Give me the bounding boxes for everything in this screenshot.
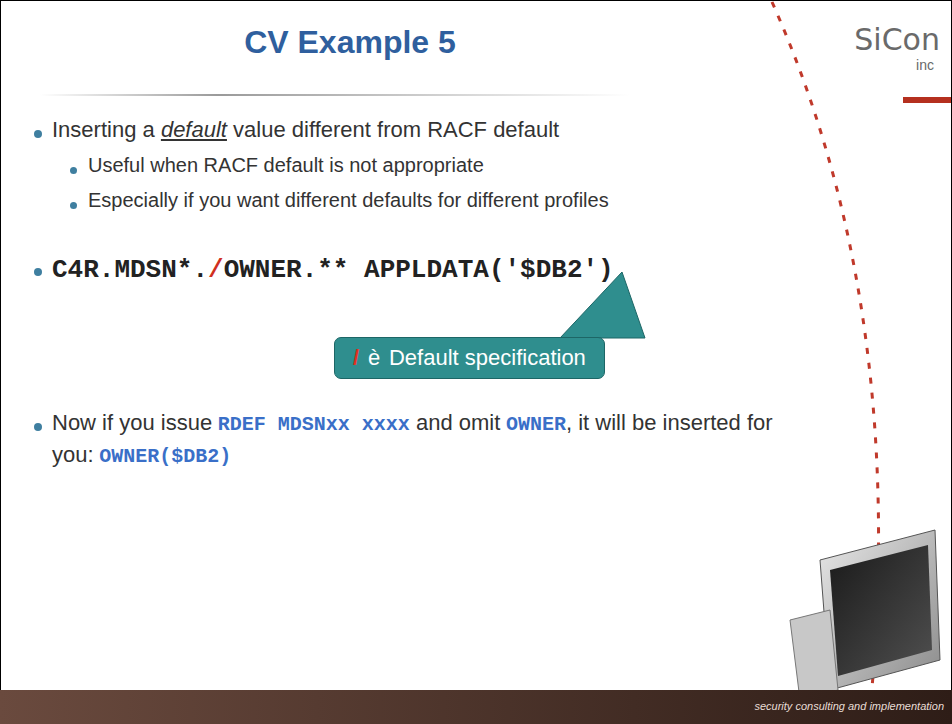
body-text: Now if you issue	[52, 410, 212, 435]
code-text: /	[208, 255, 224, 285]
slide-title: CV Example 5	[0, 24, 700, 61]
logo-subtext: inc	[916, 57, 934, 73]
bullet-line: C4R.MDSN*./OWNER.** APPLDATA('$DB2')	[52, 250, 932, 290]
bullet-dot	[34, 130, 42, 138]
bullet-dot	[70, 167, 77, 174]
logo-text: SiCon	[854, 22, 940, 57]
red-bar	[903, 97, 951, 103]
code-text: C4R.MDSN*.	[52, 255, 208, 285]
body-text: value different from RACF default	[233, 117, 559, 142]
bullet-line: Now if you issue RDEF MDSNxx xxxx and omit…	[52, 407, 797, 471]
title-rule	[40, 94, 630, 96]
bullet-dot	[34, 423, 42, 431]
bullet-line: Useful when RACF default is not appropri…	[88, 151, 908, 180]
bullet-line: Inserting adefaultvalue different from R…	[52, 114, 912, 146]
footer-band	[0, 690, 952, 724]
callout-text: Default specification	[389, 345, 586, 370]
code-text: OWNER.** APPLDATA('$DB2')	[224, 255, 614, 285]
body-text: and omit	[416, 410, 500, 435]
footer-tagline: security consulting and implementation	[754, 700, 944, 712]
monitor-illustration	[790, 530, 940, 700]
body-text: Inserting a	[52, 117, 155, 142]
body-text: Useful when RACF default is not appropri…	[88, 154, 484, 176]
body-text: RDEF MDSNxx xxxx	[218, 413, 410, 436]
callout-text: è	[368, 345, 380, 370]
body-text: Especially if you want different default…	[88, 189, 609, 211]
bullet-line: Especially if you want different default…	[88, 186, 908, 215]
bullet-dot	[34, 268, 42, 276]
bullet-dot	[70, 202, 77, 209]
body-text: default	[161, 117, 227, 142]
body-text: OWNER($DB2)	[99, 445, 231, 468]
callout-box: / è Default specification	[334, 337, 605, 379]
callout-text: /	[353, 345, 359, 370]
body-text: OWNER	[506, 413, 566, 436]
